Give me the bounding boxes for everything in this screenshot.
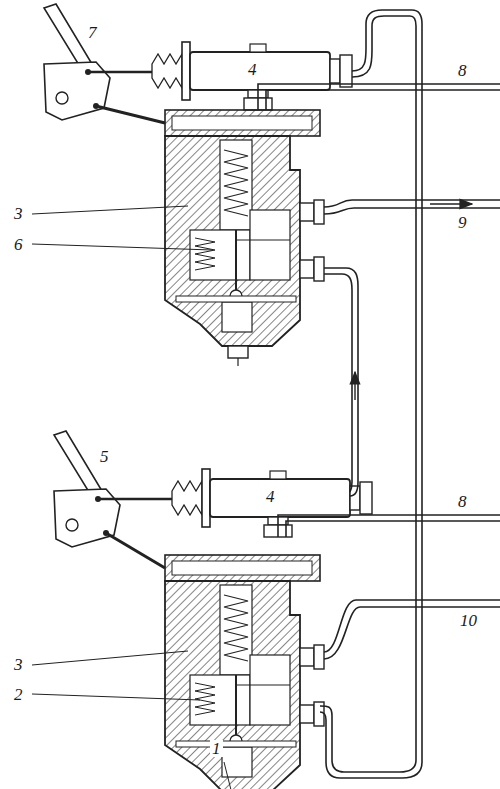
push-rod <box>98 498 172 500</box>
callout-number: 5 <box>98 448 111 465</box>
callout-number: 8 <box>456 62 469 79</box>
callout-number: 3 <box>12 205 25 222</box>
valve-rod <box>96 106 165 123</box>
valve-rod <box>106 533 165 568</box>
master-cylinder-upper <box>152 42 352 110</box>
pedal-5 <box>54 431 120 547</box>
callout-number: 7 <box>86 24 99 41</box>
pipelines <box>258 10 500 778</box>
callout-number: 8 <box>456 493 469 510</box>
callout-number: 4 <box>246 61 259 78</box>
flow-arrow <box>430 203 472 204</box>
callout-number: 6 <box>12 236 25 253</box>
leader-lines <box>32 206 232 789</box>
brake-valve-upper <box>165 110 324 366</box>
callout-number: 3 <box>12 656 25 673</box>
callout-number: 10 <box>458 612 479 629</box>
callout-number: 9 <box>456 214 469 231</box>
push-rod <box>88 71 152 73</box>
callout-number: 4 <box>264 488 277 505</box>
pedal-7 <box>44 4 110 120</box>
master-cylinder-lower <box>172 469 372 537</box>
callout-number: 2 <box>12 686 25 703</box>
flow-arrow <box>354 372 355 400</box>
callout-number: 1 <box>210 740 223 757</box>
brake-valve-lower <box>165 555 324 789</box>
